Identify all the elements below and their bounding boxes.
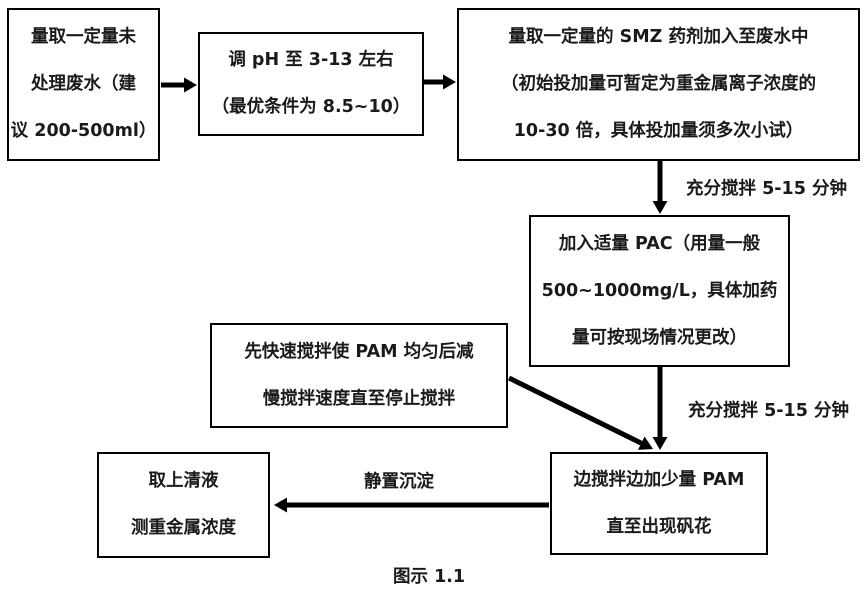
box-text-line: 量可按现场情况更改） — [572, 327, 747, 348]
flow-box-sample-supernatant: 取上清液 测重金属浓度 — [97, 452, 270, 558]
flow-box-adjust-ph: 调 pH 至 3-13 左右 （最优条件为 8.5~10） — [198, 32, 424, 136]
box-text-line: 议 200-500ml） — [10, 121, 157, 141]
box-text-line: （最优条件为 8.5~10） — [211, 97, 411, 117]
arrow-measure-to-ph — [161, 77, 197, 93]
box-text-line: 测重金属浓度 — [131, 518, 236, 538]
edge-label-stir-after-pac: 充分搅拌 5-15 分钟 — [688, 401, 849, 421]
arrow-ph-to-smz — [424, 74, 456, 90]
box-text-line: 量取一定量的 SMZ 药剂加入至废水中 — [508, 27, 809, 47]
box-text-line: 加入适量 PAC（用量一般 — [558, 233, 761, 254]
box-text-line: 处理废水（建 — [31, 74, 136, 94]
box-text-line: 慢搅拌速度直至停止搅拌 — [262, 388, 456, 409]
box-text-line: 调 pH 至 3-13 左右 — [228, 50, 394, 70]
figure-caption: 图示 1.1 — [393, 567, 466, 587]
flow-box-pam-stir-method: 先快速搅拌使 PAM 均匀后减 慢搅拌速度直至停止搅拌 — [210, 323, 508, 428]
box-text-line: 500~1000mg/L，具体加药 — [541, 280, 778, 301]
flow-box-add-pam: 边搅拌边加少量 PAM 直至出现矾花 — [550, 452, 768, 555]
arrow-stir-method-to-pam — [507, 375, 653, 450]
flow-box-add-pac: 加入适量 PAC（用量一般 500~1000mg/L，具体加药 量可按现场情况更… — [529, 215, 790, 367]
flow-box-add-smz: 量取一定量的 SMZ 药剂加入至废水中 （初始投加量可暂定为重金属离子浓度的 1… — [457, 8, 860, 161]
box-text-line: 先快速搅拌使 PAM 均匀后减 — [244, 341, 474, 362]
box-text-line: （初始投加量可暂定为重金属离子浓度的 — [501, 74, 816, 94]
box-text-line: 取上清液 — [148, 471, 219, 491]
arrow-pam-to-supernatant — [274, 497, 549, 513]
arrow-pac-to-pam — [652, 367, 668, 450]
flow-box-measure-wastewater: 量取一定量未 处理废水（建 议 200-500ml） — [7, 8, 160, 161]
edge-label-settle: 静置沉淀 — [364, 472, 434, 492]
box-text-line: 边搅拌边加少量 PAM — [573, 469, 745, 490]
box-text-line: 量取一定量未 — [31, 27, 136, 47]
arrow-smz-to-pac — [652, 161, 668, 214]
box-text-line: 10-30 倍，具体投加量须多次小试） — [513, 121, 804, 141]
box-text-line: 直至出现矾花 — [606, 516, 712, 537]
edge-label-stir-after-smz: 充分搅拌 5-15 分钟 — [686, 179, 847, 199]
